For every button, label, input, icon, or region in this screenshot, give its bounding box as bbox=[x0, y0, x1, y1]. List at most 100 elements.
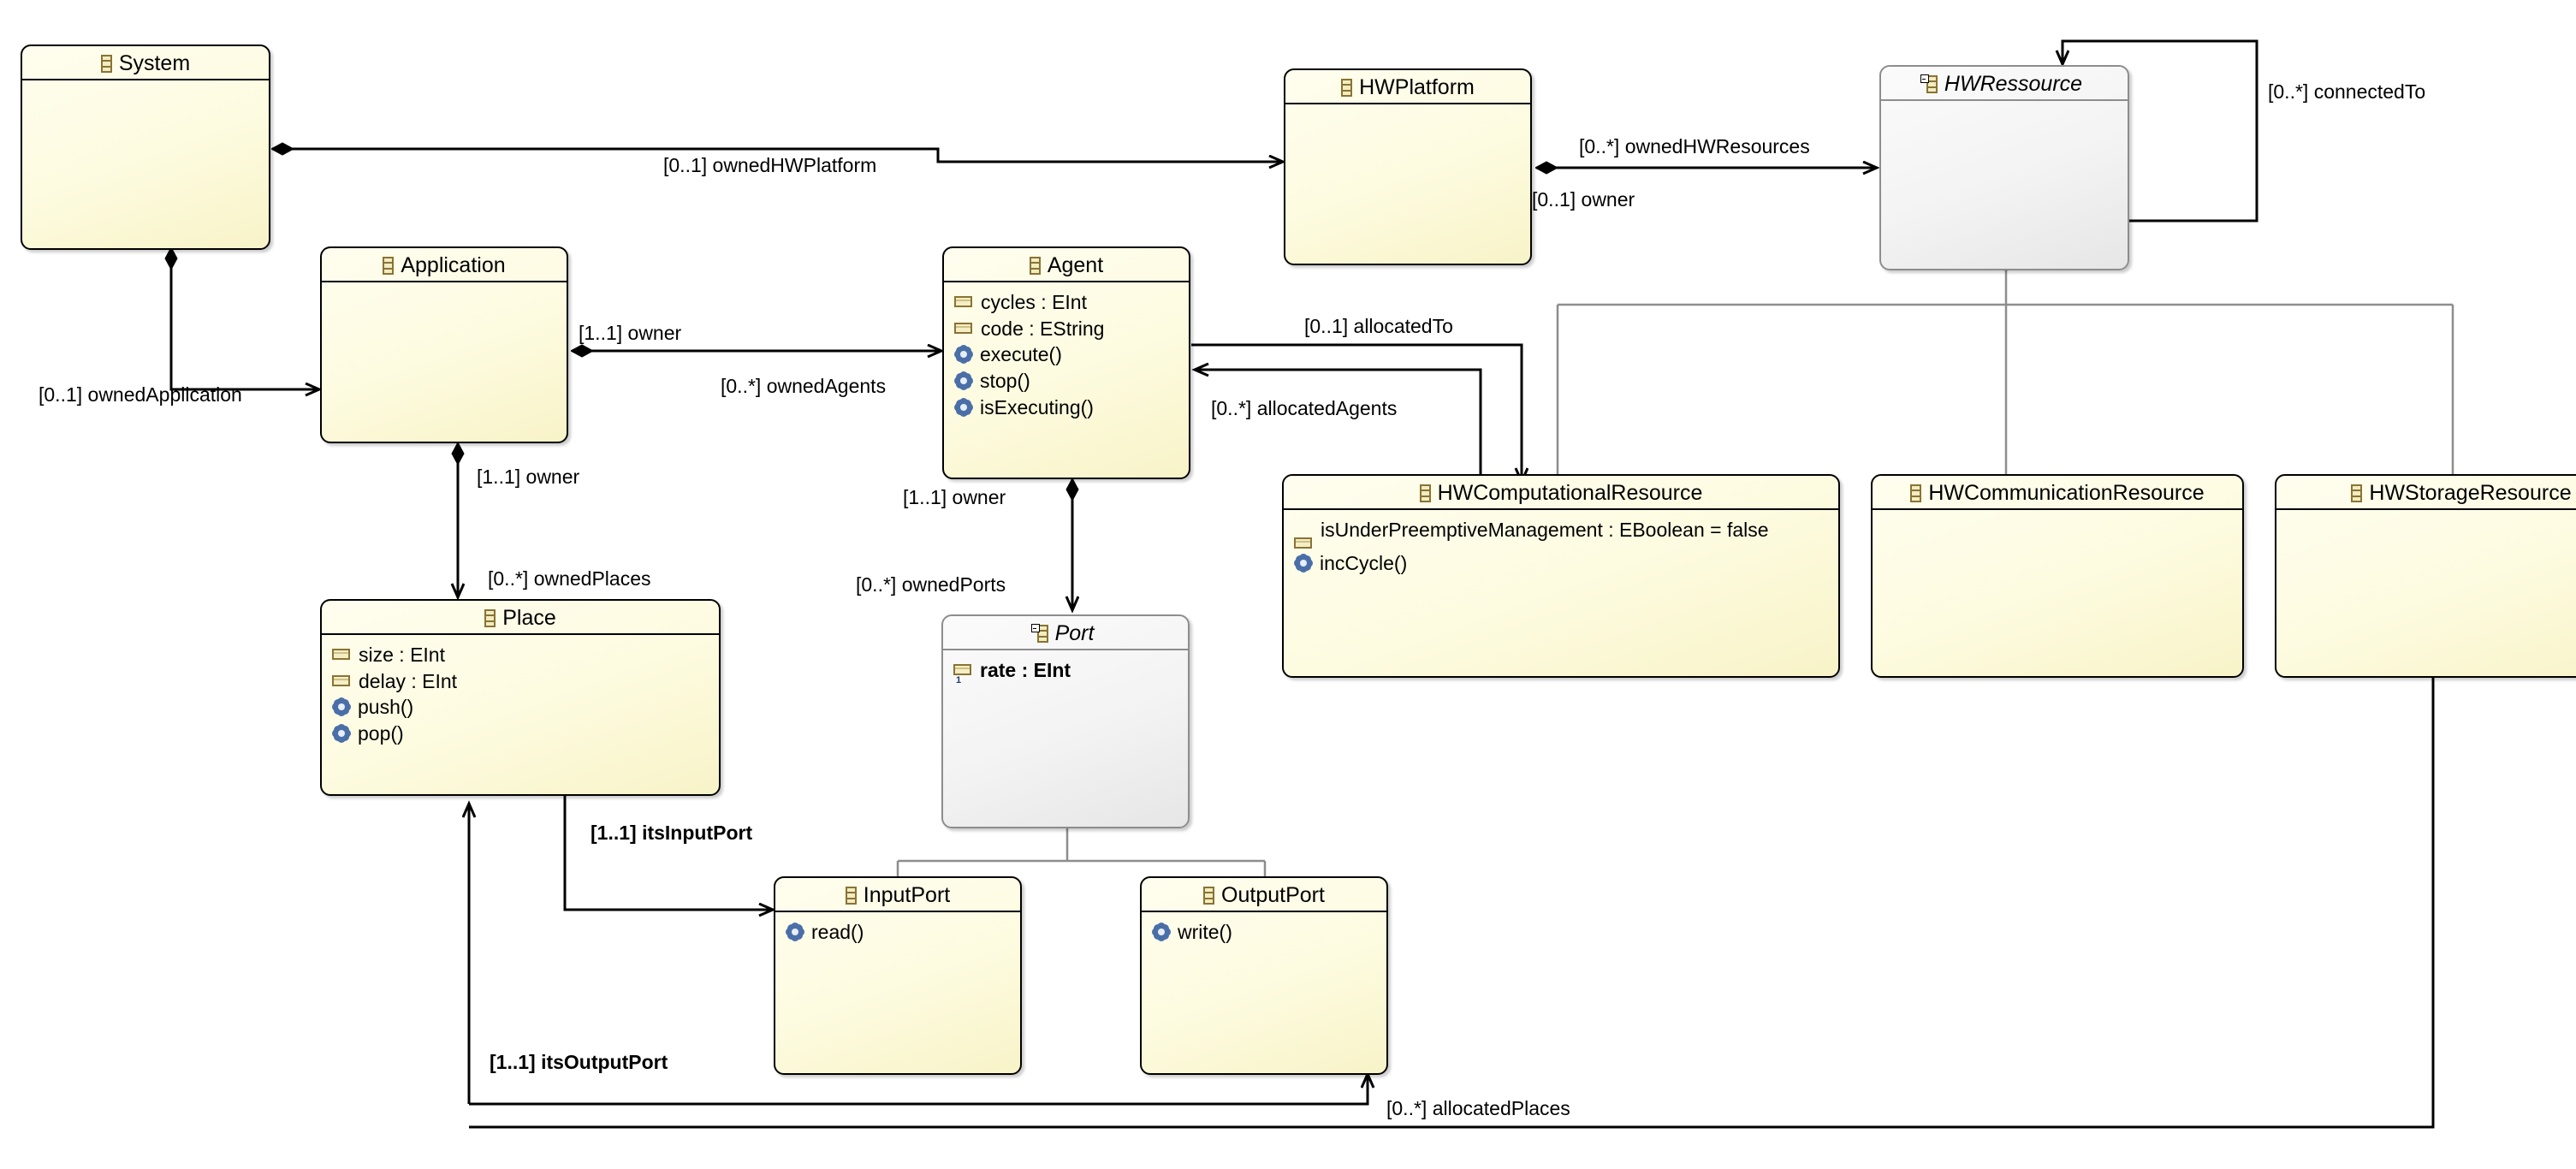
class-box-hwplatform[interactable]: HWPlatform bbox=[1284, 68, 1532, 265]
class-operation: push() bbox=[322, 694, 719, 721]
class-name-agent: Agent bbox=[1047, 253, 1104, 278]
class-attribute: isUnderPreemptiveManagement : EBoolean =… bbox=[1284, 517, 1838, 550]
class-body-hwressource bbox=[1881, 101, 2128, 113]
attribute-icon bbox=[332, 674, 350, 686]
operation-label: isExecuting() bbox=[980, 395, 1094, 418]
edge-hwstorageresource-allocatedplaces bbox=[469, 678, 2435, 1129]
attribute-label: size : EInt bbox=[359, 644, 445, 666]
eclass-icon bbox=[1341, 79, 1353, 97]
eclass-icon bbox=[1029, 257, 1041, 275]
eclass-icon bbox=[1920, 74, 1938, 93]
class-body-agent: cycles : EInt code : EString execute() s… bbox=[944, 282, 1189, 425]
class-name-hwcommunicationresource: HWCommunicationResource bbox=[1928, 481, 2205, 506]
edge-label-owner-port: [1..1] owner bbox=[903, 486, 1006, 508]
class-body-application bbox=[322, 282, 567, 294]
class-operation: stop() bbox=[944, 368, 1189, 395]
class-box-hwstorageresource[interactable]: HWStorageResource bbox=[2275, 474, 2576, 678]
class-box-hwcommunicationresource[interactable]: HWCommunicationResource bbox=[1871, 474, 2244, 678]
class-header-place: Place bbox=[322, 601, 719, 635]
operation-icon bbox=[956, 373, 971, 389]
class-header-outputport: OutputPort bbox=[1142, 878, 1386, 912]
class-operation: isExecuting() bbox=[944, 395, 1189, 421]
class-operation: read() bbox=[775, 919, 1020, 946]
operation-label: write() bbox=[1178, 921, 1232, 943]
class-box-inputport[interactable]: InputPort read() bbox=[774, 876, 1022, 1075]
eclass-icon bbox=[383, 257, 395, 275]
class-box-outputport[interactable]: OutputPort write() bbox=[1140, 876, 1388, 1075]
class-attribute: rate : EInt bbox=[943, 657, 1188, 685]
class-header-hwstorageresource: HWStorageResource bbox=[2276, 476, 2576, 510]
class-name-hwcomputationalresource: HWComputationalResource bbox=[1437, 481, 1703, 506]
operation-icon bbox=[956, 347, 971, 363]
class-header-hwressource: HWRessource bbox=[1881, 67, 2128, 101]
attribute-label: code : EString bbox=[981, 317, 1105, 340]
attribute-icon bbox=[332, 649, 350, 660]
edge-label-owner-hwplatform: [0..1] owner bbox=[1532, 188, 1635, 211]
eclass-icon bbox=[484, 609, 496, 627]
class-body-outputport: write() bbox=[1142, 912, 1386, 951]
operation-icon bbox=[334, 726, 349, 742]
operation-icon bbox=[787, 924, 803, 940]
class-box-port[interactable]: Port rate : EInt bbox=[941, 614, 1190, 828]
class-header-hwcomputationalresource: HWComputationalResource bbox=[1284, 476, 1838, 510]
class-body-hwcomputationalresource: isUnderPreemptiveManagement : EBoolean =… bbox=[1284, 510, 1838, 582]
edge-label-owner-application: [1..1] owner bbox=[579, 322, 682, 344]
eclass-icon bbox=[1910, 484, 1922, 502]
class-name-hwressource: HWRessource bbox=[1944, 72, 2083, 97]
attribute-icon bbox=[953, 664, 971, 685]
class-name-inputport: InputPort bbox=[863, 883, 951, 908]
edge-hwcomputationalresource-allocatedagents bbox=[1196, 370, 1482, 479]
class-box-place[interactable]: Place size : EInt delay : EInt push() po… bbox=[320, 599, 721, 796]
operation-label: pop() bbox=[358, 722, 404, 745]
class-name-hwstorageresource: HWStorageResource bbox=[2369, 481, 2572, 506]
edge-label-allocatedagents: [0..*] allocatedAgents bbox=[1211, 397, 1398, 419]
attribute-icon bbox=[954, 322, 972, 334]
class-header-agent: Agent bbox=[944, 248, 1189, 282]
operation-label: incCycle() bbox=[1320, 552, 1408, 574]
class-operation: execute() bbox=[944, 341, 1189, 368]
class-box-hwressource[interactable]: HWRessource bbox=[1879, 65, 2129, 270]
class-body-system bbox=[22, 80, 269, 92]
eclass-icon bbox=[1030, 624, 1048, 643]
class-header-hwcommunicationresource: HWCommunicationResource bbox=[1873, 476, 2242, 510]
eclass-icon bbox=[1203, 887, 1215, 905]
edge-label-ownedports: [0..*] ownedPorts bbox=[856, 573, 1006, 596]
class-body-place: size : EInt delay : EInt push() pop() bbox=[322, 635, 719, 752]
class-name-system: System bbox=[118, 51, 191, 76]
operation-icon bbox=[1296, 555, 1311, 571]
class-name-outputport: OutputPort bbox=[1221, 883, 1325, 908]
attribute-label: cycles : EInt bbox=[981, 291, 1087, 313]
attribute-label: isUnderPreemptiveManagement : EBoolean =… bbox=[1321, 519, 1769, 541]
class-name-hwplatform: HWPlatform bbox=[1359, 75, 1475, 100]
class-attribute: delay : EInt bbox=[322, 668, 719, 695]
operation-label: push() bbox=[358, 696, 414, 719]
class-attribute: code : EString bbox=[944, 316, 1189, 342]
class-header-hwplatform: HWPlatform bbox=[1285, 70, 1530, 104]
class-body-hwstorageresource bbox=[2276, 510, 2576, 522]
class-box-hwcomputationalresource[interactable]: HWComputationalResource isUnderPreemptiv… bbox=[1282, 474, 1840, 678]
operation-label: execute() bbox=[980, 343, 1062, 366]
edge-place-itsinputport bbox=[563, 794, 772, 910]
edge-label-connectedto: [0..*] connectedTo bbox=[2268, 80, 2426, 103]
attribute-icon bbox=[954, 296, 972, 307]
abstract-marker-icon bbox=[1920, 74, 1929, 83]
edge-label-owner-place: [1..1] owner bbox=[477, 466, 580, 488]
edge-label-ownedplaces: [0..*] ownedPlaces bbox=[488, 567, 651, 590]
class-box-agent[interactable]: Agent cycles : EInt code : EString execu… bbox=[942, 246, 1190, 479]
edge-label-ownedhwresources: [0..*] ownedHWResources bbox=[1579, 135, 1810, 157]
class-header-application: Application bbox=[322, 248, 567, 282]
operation-icon bbox=[1154, 924, 1169, 940]
edge-label-allocatedto: [0..1] allocatedTo bbox=[1304, 315, 1453, 337]
class-operation: incCycle() bbox=[1284, 550, 1838, 577]
operation-label: stop() bbox=[980, 370, 1030, 393]
eclass-icon bbox=[1419, 484, 1431, 502]
class-attribute: cycles : EInt bbox=[944, 289, 1189, 316]
class-name-application: Application bbox=[401, 253, 506, 278]
edge-label-ownedapplication: [0..1] ownedApplication bbox=[39, 383, 242, 406]
class-box-system[interactable]: System bbox=[21, 45, 270, 250]
abstract-marker-icon bbox=[1030, 624, 1040, 632]
class-box-application[interactable]: Application bbox=[320, 246, 568, 443]
attribute-icon bbox=[1294, 537, 1312, 549]
eclass-icon bbox=[100, 55, 112, 73]
class-operation: write() bbox=[1142, 919, 1386, 946]
